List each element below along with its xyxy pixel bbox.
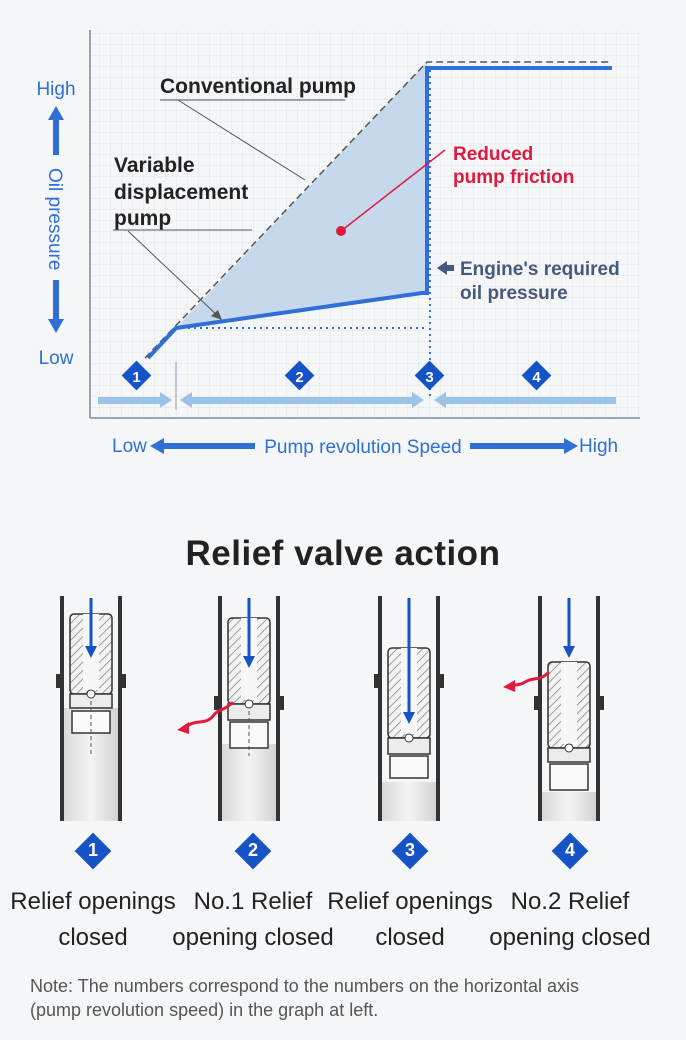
step-caption-4: No.2 Relief opening closed	[489, 888, 651, 951]
x-high-label: High	[579, 436, 618, 457]
step-badge-1: 1	[10, 832, 176, 874]
step-badge-3: 3	[327, 832, 493, 874]
valve-diagram-4	[503, 596, 604, 821]
reduced-dot	[336, 226, 346, 236]
y-down-shaft	[53, 280, 59, 320]
stage-band-2	[180, 392, 424, 408]
required-label-line1: Engine's required	[460, 259, 620, 280]
stage-badge-1: 1	[121, 360, 152, 391]
x-left-arrow-icon	[150, 438, 164, 454]
reduced-label-line1: Reduced	[453, 144, 533, 165]
step-badge-4: 4	[487, 832, 653, 874]
stage-badge-2: 2	[284, 360, 315, 391]
step-badge-2: 2	[170, 832, 336, 874]
relief-flow-arrow-icon	[503, 680, 515, 692]
reduced-friction-area	[176, 62, 427, 328]
section-title: Relief valve action	[185, 534, 501, 573]
flow-arrow-icon	[403, 712, 415, 724]
svg-text:3: 3	[425, 369, 433, 386]
x-right-shaft	[470, 443, 566, 449]
variable-leader	[127, 230, 221, 319]
reduced-leader	[340, 149, 446, 232]
variable-label-line2: displacement	[114, 181, 248, 204]
required-arrow-icon	[437, 261, 447, 275]
x-right-arrow-icon	[564, 438, 578, 454]
y-high-label: High	[36, 79, 75, 100]
y-up-shaft	[53, 119, 59, 155]
footnote: Note: The numbers correspond to the numb…	[30, 976, 579, 1020]
flow-arrow-icon	[85, 646, 97, 658]
y-down-arrow-icon	[48, 319, 64, 333]
conventional-pump-line	[144, 61, 612, 359]
reduced-label-line2: pump friction	[453, 167, 574, 188]
stage-badge-4: 4	[521, 360, 552, 391]
required-label-line2: oil pressure	[460, 283, 568, 304]
stage-badge-3: 3	[414, 360, 445, 391]
variable-label-line3: pump	[114, 207, 171, 230]
relief-flow-arrow-icon	[177, 722, 189, 734]
conventional-leader	[177, 99, 306, 181]
step-caption-1: Relief openings closed	[10, 888, 176, 951]
svg-text:1: 1	[132, 369, 140, 386]
variable-pump-line	[146, 66, 612, 360]
x-axis-label: Pump revolution Speed	[264, 437, 462, 458]
step-4: 4 No.2 Relief opening closed	[487, 832, 653, 956]
oil-pressure-graph: High Low Oil pressure Conventional pump …	[36, 30, 640, 458]
stage-band-4	[434, 392, 616, 408]
step-caption-2: No.1 Relief opening closed	[172, 888, 334, 951]
step-caption-3: Relief openings closed	[327, 888, 493, 951]
flow-arrow-icon	[563, 646, 575, 658]
step-1: 1 Relief openings closed	[10, 832, 176, 956]
required-arrow-shaft	[446, 265, 454, 271]
variable-leader-arrow	[211, 310, 222, 320]
valve-diagram-3	[374, 596, 444, 821]
step-2: 2 No.1 Relief opening closed	[170, 832, 336, 956]
x-left-shaft	[163, 443, 255, 449]
svg-text:2: 2	[295, 369, 303, 386]
y-up-arrow-icon	[48, 106, 64, 120]
valve-diagram-1	[56, 596, 126, 821]
flow-arrow-icon	[243, 656, 255, 668]
x-low-label: Low	[112, 436, 147, 457]
valve-diagram-2	[177, 596, 284, 821]
stage-band-1	[98, 392, 172, 408]
conventional-pump-label: Conventional pump	[160, 75, 356, 98]
step-3: 3 Relief openings closed	[327, 832, 493, 956]
variable-label-line1: Variable	[114, 154, 195, 177]
relief-valve-drawings	[56, 596, 604, 821]
y-low-label: Low	[39, 348, 74, 369]
y-axis-label: Oil pressure	[44, 168, 65, 270]
svg-text:4: 4	[532, 369, 541, 386]
